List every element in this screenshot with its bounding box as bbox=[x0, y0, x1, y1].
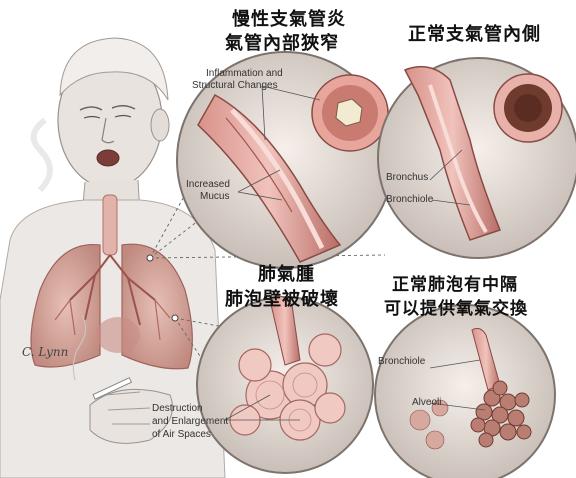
emphysema-circle bbox=[197, 296, 373, 473]
normal-alveoli-title-line2: 可以提供氧氣交換 bbox=[384, 294, 528, 319]
normal-bronchus-title: 正常支氣管內側 bbox=[408, 20, 541, 46]
inflammation-label-2: Structural Changes bbox=[192, 80, 278, 92]
emphysema-title-line2: 肺泡壁被破壞 bbox=[225, 285, 339, 311]
bronchitis-title-line1: 慢性支氣管炎 bbox=[232, 5, 346, 31]
alveoli-label: Alveoli bbox=[412, 397, 441, 409]
bronchus-label: Bronchus bbox=[386, 172, 428, 184]
mucus-label-1: Increased bbox=[186, 179, 230, 191]
bronchiole-label: Bronchiole bbox=[386, 194, 433, 206]
artist-signature: C. Lynn bbox=[22, 345, 68, 359]
alveoli-bronchiole-label: Bronchiole bbox=[378, 356, 425, 368]
normal-alveoli-title-line1: 正常肺泡有中隔 bbox=[392, 270, 518, 295]
bronchitis-title-line2: 氣管內部狹窄 bbox=[225, 29, 339, 55]
destruction-label-1: Destruction bbox=[152, 403, 203, 415]
destruction-label-2: and Enlargement bbox=[152, 416, 228, 428]
emphysema-title-line1: 肺氣腫 bbox=[258, 260, 315, 286]
normal-bronchus-circle bbox=[378, 58, 576, 258]
mucus-label-2: Mucus bbox=[200, 191, 229, 203]
destruction-label-3: of Air Spaces bbox=[152, 429, 211, 441]
normal-alveoli-circle bbox=[375, 305, 555, 478]
inflammation-label-1: Inflammation and bbox=[206, 68, 283, 80]
